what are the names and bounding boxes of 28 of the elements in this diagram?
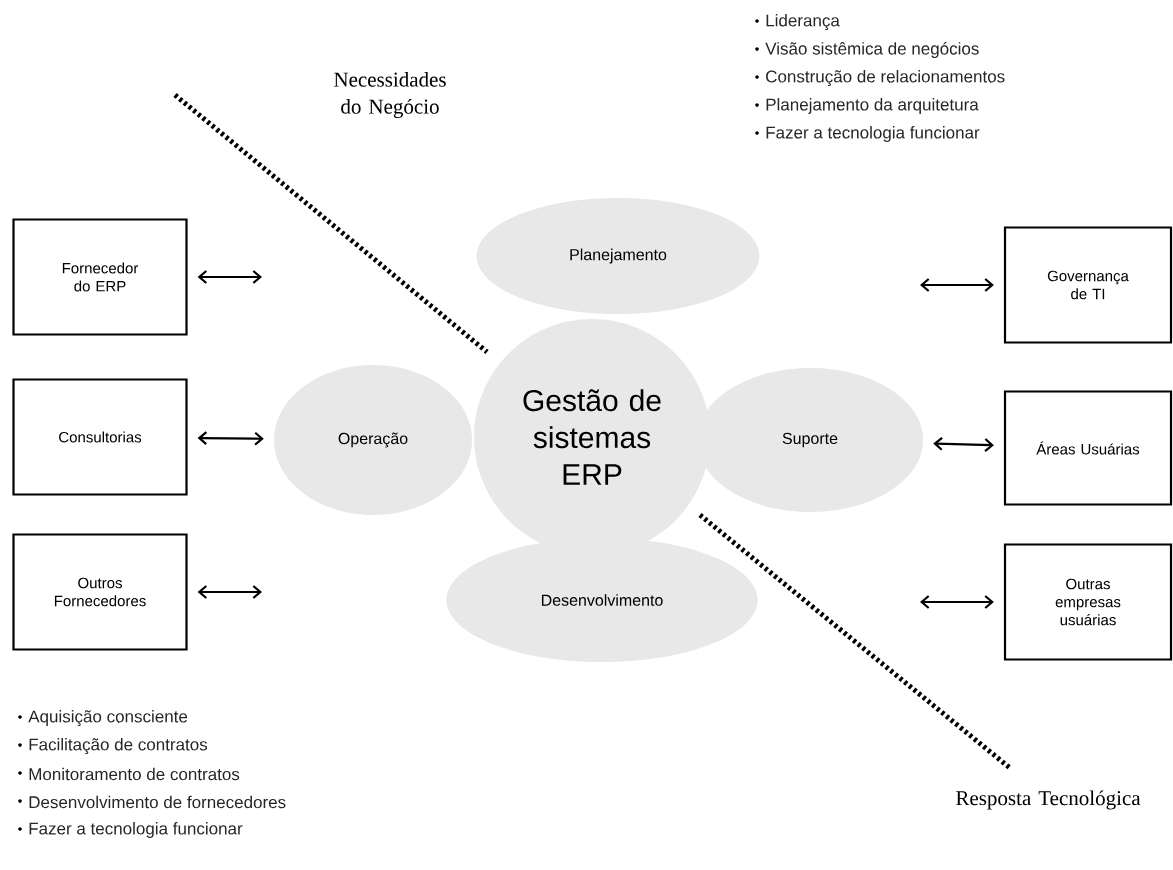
double-arrow — [920, 278, 994, 292]
process-box: Fornecedor do ERP — [12, 218, 188, 336]
bullet-text: Aquisição consciente — [28, 710, 188, 726]
ellipse-node: Desenvolvimento — [446, 538, 758, 662]
double-arrow — [197, 585, 262, 599]
process-box: Governança de TI — [1003, 226, 1173, 344]
double-arrow — [197, 270, 262, 284]
bullet-text: Fazer a tecnologia funcionar — [766, 126, 980, 142]
ellipse-node: Planejamento — [476, 198, 760, 314]
double-arrow — [197, 431, 264, 446]
ellipse-node: Suporte — [696, 368, 924, 512]
heading-text: Resposta Tecnológica — [956, 790, 1141, 810]
double-arrow — [933, 436, 994, 452]
bullet-text: Fazer a tecnologia funcionar — [29, 822, 243, 838]
bullet-text: Visão sistêmica de negócios — [765, 42, 979, 58]
process-box: Outros Fornecedores — [12, 533, 188, 651]
ellipse-node: Operação — [274, 365, 472, 515]
bullet-text: Facilitação de contratos — [29, 738, 208, 754]
double-arrow — [920, 595, 994, 609]
bullet-text: Liderança — [766, 14, 840, 30]
process-box: Outras empresas usuárias — [1003, 543, 1173, 661]
bullet-text: Planejamento da arquitetura — [766, 98, 979, 114]
heading-text: Necessidades do Negócio — [334, 71, 446, 119]
bullet-text: Monitoramento de contratos — [29, 767, 240, 781]
bullet-text: Construção de relacionamentos — [766, 70, 1005, 86]
bullet-text: Desenvolvimento de fornecedores — [29, 795, 286, 809]
process-box: Consultorias — [12, 378, 188, 496]
process-box: Áreas Usuárias — [1003, 390, 1173, 506]
